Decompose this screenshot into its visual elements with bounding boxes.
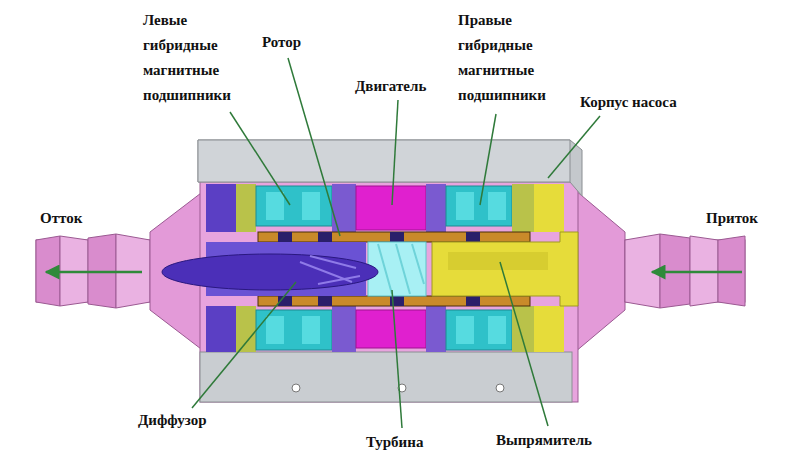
flow-label-box: Приток [706,206,786,231]
upper-stator [206,184,564,232]
part-label: Турбина [366,430,476,455]
part-label-box: Турбина [366,430,476,455]
part-label-box: Ротор [262,30,342,55]
flow-label: Отток [40,206,130,231]
part-label-box: Двигатель [355,74,465,99]
bottom-cover [200,352,572,402]
part-label-box: Корпус насоса [580,90,730,115]
straightener [432,232,578,306]
diffuser [162,254,378,290]
part-label: Ротор [262,30,342,55]
lower-stator [206,306,564,352]
part-label-box: Выпрямитель [496,428,636,453]
bearing-label: Правые гибридные магнитные подшипники [458,8,566,108]
bearing-label-box: Левые гибридные магнитные подшипники [143,8,251,108]
part-label-box: Диффузор [138,408,258,433]
part-label: Корпус насоса [580,90,730,115]
bearing-label: Левые гибридные магнитные подшипники [143,8,251,108]
part-label: Выпрямитель [496,428,636,453]
flow-label-box: Отток [40,206,130,231]
flow-label: Приток [706,206,786,231]
inflow-arrow [652,271,742,274]
pump-housing [200,180,578,402]
leader-lines [192,58,600,428]
bearing-label-box: Правые гибридные магнитные подшипники [458,8,566,108]
part-label: Диффузор [138,408,258,433]
outflow-arrow [46,271,142,274]
part-label: Двигатель [355,74,465,99]
